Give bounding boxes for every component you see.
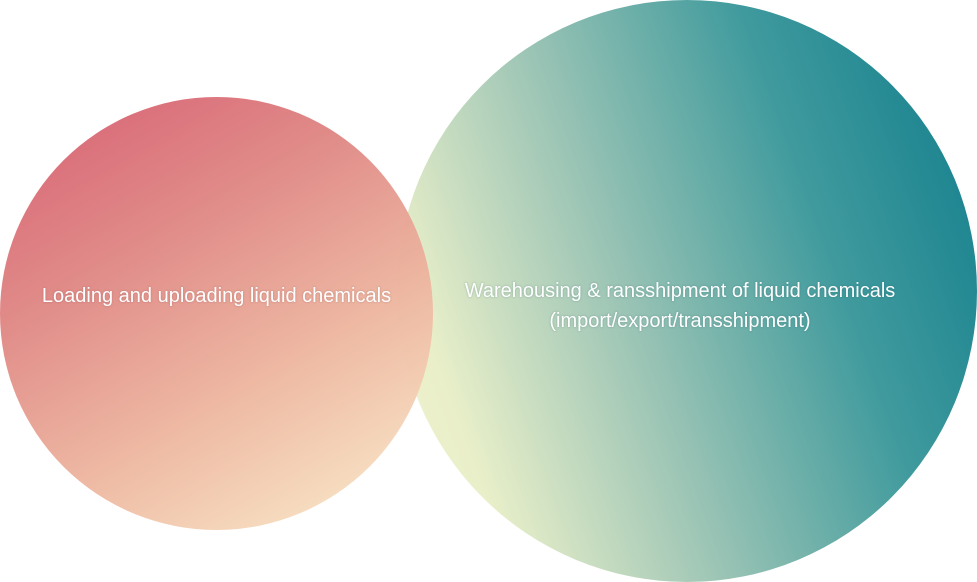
loading-circle-label: Loading and uploading liquid chemicals [41, 285, 392, 307]
warehousing-label-line1: Warehousing & ransshipment of liquid che… [464, 280, 896, 302]
warehousing-circle-label: Warehousing & ransshipment of liquid che… [400, 276, 960, 336]
warehousing-label-line2: (import/export/transshipment) [549, 310, 811, 332]
loading-circle [0, 97, 433, 530]
warehousing-circle [397, 0, 977, 582]
